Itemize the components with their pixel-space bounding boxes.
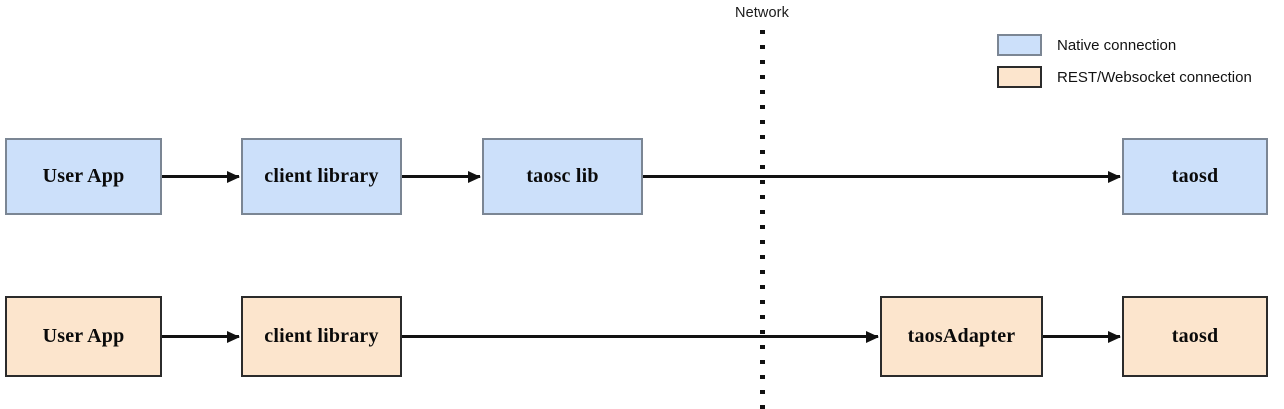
node-user-app-rest: User App bbox=[5, 296, 162, 377]
node-taosd-native: taosd bbox=[1122, 138, 1268, 215]
legend: Native connection REST/Websocket connect… bbox=[997, 32, 1252, 96]
arrow-taosadapter-to-taosd bbox=[1043, 335, 1120, 338]
node-client-library-native: client library bbox=[241, 138, 402, 215]
node-client-library-rest: client library bbox=[241, 296, 402, 377]
legend-label-native: Native connection bbox=[1057, 36, 1177, 54]
network-divider-label: Network bbox=[735, 5, 789, 21]
node-taosd-rest: taosd bbox=[1122, 296, 1268, 377]
arrow-taosc-lib-to-taosd bbox=[643, 175, 1120, 178]
arrow-client-library-to-taosadapter bbox=[402, 335, 878, 338]
node-user-app-native: User App bbox=[5, 138, 162, 215]
arrow-user-app-to-client-library-rest bbox=[162, 335, 239, 338]
node-taosadapter: taosAdapter bbox=[880, 296, 1043, 377]
network-divider-dotted-line bbox=[760, 30, 765, 409]
native-swatch-icon bbox=[997, 34, 1042, 56]
legend-label-rest: REST/Websocket connection bbox=[1057, 68, 1252, 86]
legend-item-native: Native connection bbox=[997, 32, 1252, 58]
arrow-user-app-to-client-library-native bbox=[162, 175, 239, 178]
node-taosc-lib: taosc lib bbox=[482, 138, 643, 215]
arrow-client-library-to-taosc-lib bbox=[402, 175, 480, 178]
legend-item-rest: REST/Websocket connection bbox=[997, 64, 1252, 90]
rest-swatch-icon bbox=[997, 66, 1042, 88]
